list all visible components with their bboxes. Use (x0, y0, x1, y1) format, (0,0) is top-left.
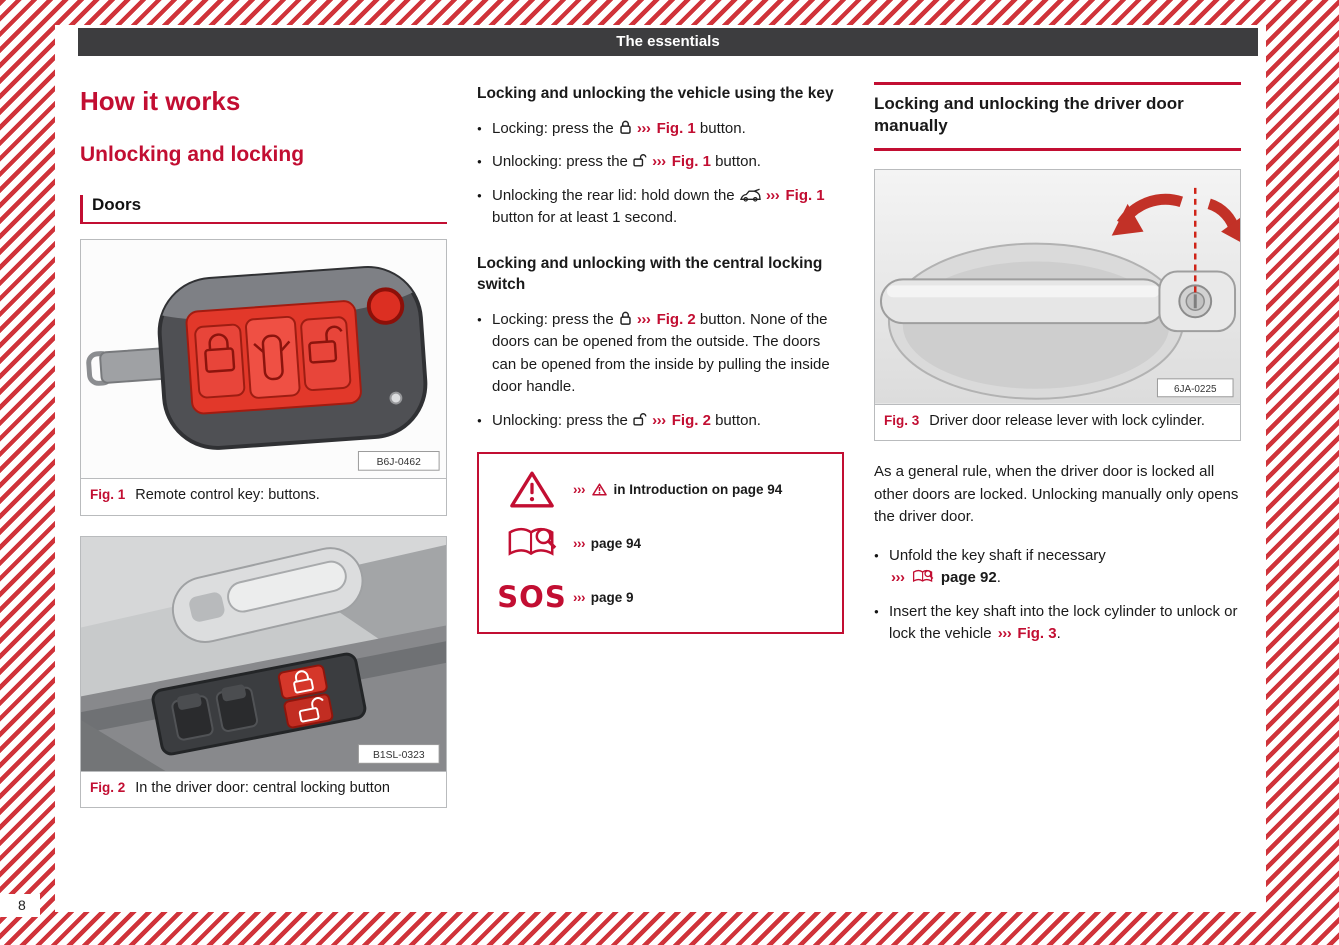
door-handle-image: 6JA-0225 (875, 170, 1240, 405)
bullet-text: Unlocking: press the (492, 153, 633, 171)
rear-lid-icon (739, 188, 761, 202)
bullet-central-unlocking: Unlocking: press the ››› Fig. 2 button. (477, 410, 844, 433)
right-column: Locking and unlocking the driver door ma… (874, 80, 1241, 913)
bullet-text: Unlocking: press the (492, 411, 633, 429)
page-content: How it works Unlocking and locking Doors (55, 56, 1266, 913)
section-heading-doors: Doors (80, 195, 447, 224)
page-reference: page 92 (940, 569, 997, 587)
page-subtitle: Unlocking and locking (80, 143, 305, 166)
fig-reference: Fig. 2 (671, 411, 711, 429)
figure-1-caption-text: Remote control key: buttons. (135, 487, 320, 504)
refbox-row-sos: SOS ››› page 9 (493, 570, 828, 624)
image-code-3: 6JA-0225 (1174, 384, 1217, 395)
ref-arrows: ››› (573, 589, 586, 605)
image-code-box-2: B1SL-0323 (357, 743, 440, 764)
bullet-text: button. (695, 119, 746, 137)
ref-arrows: ››› (636, 310, 651, 328)
ref-arrows: ››› (652, 153, 666, 171)
ref-arrows: ››› (573, 481, 586, 497)
figure-3-caption-text: Driver door release lever with lock cyli… (929, 412, 1205, 429)
bullet-text: . (1056, 625, 1061, 643)
book-search-icon (493, 525, 571, 561)
sos-label: SOS (497, 580, 567, 615)
bullet-rear-lid: Unlocking the rear lid: hold down the ››… (477, 185, 844, 230)
figure-2-caption: Fig. 2 In the driver door: central lockin… (81, 772, 446, 808)
bullet-text: Locking: press the (492, 310, 618, 328)
image-code-1: B6J-0462 (377, 457, 421, 468)
bullet-unfold-key: Unfold the key shaft if necessary ››› pa… (874, 545, 1241, 590)
heading-key-locking: Locking and unlocking the vehicle using … (477, 85, 834, 102)
bullet-insert-key: Insert the key shaft into the lock cylin… (874, 601, 1241, 646)
refbox-warning-label: in Introduction on page 94 (613, 481, 783, 497)
figure-3-caption: Fig. 3 Driver door release lever with loc… (875, 405, 1240, 441)
image-code-box-1: B6J-0462 (357, 451, 440, 471)
bullet-key-unlocking: Unlocking: press the ››› Fig. 1 button. (477, 151, 844, 174)
fig-reference: Fig. 3 (1017, 625, 1057, 643)
chapter-header: The essentials (78, 28, 1258, 56)
ref-arrows: ››› (997, 625, 1012, 643)
ref-arrows: ››› (573, 535, 586, 551)
figure-1-caption: Fig. 1 Remote control key: buttons. (81, 479, 446, 515)
bullet-text: Unfold the key shaft if necessary (889, 546, 1106, 564)
figure-1: B6J-0462 Fig. 1 Remote control key: butto… (80, 239, 447, 516)
heading-manual-locking: Locking and unlocking the driver door ma… (874, 82, 1241, 152)
warning-triangle-icon (493, 469, 571, 510)
bullet-key-locking: Locking: press the ››› Fig. 1 button. (477, 118, 844, 141)
left-column: How it works Unlocking and locking Doors (80, 80, 447, 913)
bullet-text: . (996, 569, 1001, 587)
bullet-text: Locking: press the (492, 119, 618, 137)
ref-arrows: ››› (765, 186, 780, 204)
warning-triangle-inline-icon (591, 483, 607, 496)
figure-2-label: Fig. 2 (90, 779, 126, 795)
bullet-central-locking: Locking: press the ››› Fig. 2 button. No… (477, 309, 844, 399)
book-search-inline-icon (912, 570, 934, 583)
fig-reference: Fig. 2 (656, 310, 696, 328)
bullet-text: button. (710, 411, 761, 429)
figure-1-label: Fig. 1 (90, 487, 126, 503)
refbox-book-label: page 94 (590, 535, 642, 551)
refbox-sos-text: ››› page 9 (571, 590, 634, 605)
refbox-row-warning: ››› in Introduction on page 94 (493, 462, 828, 516)
door-panel-image: B1SL-0323 (81, 536, 446, 772)
page-number: 8 (0, 894, 40, 917)
figure-3-label: Fig. 3 (884, 412, 920, 428)
fig-reference: Fig. 1 (671, 153, 711, 171)
figure-2: B1SL-0323 Fig. 2 In the driver door: cent… (80, 535, 447, 809)
refbox-sos-label: page 9 (590, 589, 634, 605)
padlock-open-icon (633, 154, 647, 167)
bullet-text: Unlocking the rear lid: hold down the (492, 186, 739, 204)
chapter-title: The essentials (616, 33, 720, 50)
fig-reference: Fig. 1 (785, 186, 825, 204)
refbox-row-book: ››› page 94 (493, 516, 828, 570)
ref-arrows: ››› (891, 569, 905, 587)
heading-central-locking: Locking and unlocking with the central l… (477, 254, 823, 293)
bullet-text: button for at least 1 second. (492, 209, 678, 227)
bullet-text: button. (710, 153, 761, 171)
figure-3: 6JA-0225 Fig. 3 Driver door release lever… (874, 169, 1241, 442)
remote-key-image: B6J-0462 (81, 240, 446, 480)
ref-arrows: ››› (636, 119, 651, 137)
padlock-closed-icon (620, 311, 631, 325)
fig-reference: Fig. 1 (656, 119, 696, 137)
cross-reference-box: ››› in Introduction on page 94 ››› page … (477, 452, 844, 635)
refbox-book-text: ››› page 94 (571, 536, 641, 551)
padlock-closed-icon (620, 120, 631, 134)
manual-locking-paragraph: As a general rule, when the driver door … (874, 463, 1239, 526)
page-title: How it works (80, 86, 241, 116)
refbox-warning-text: ››› in Introduction on page 94 (571, 482, 782, 497)
image-code-2: B1SL-0323 (373, 750, 425, 761)
image-code-box-3: 6JA-0225 (1156, 378, 1234, 398)
bullet-text: button. None of the doors can be opened … (492, 310, 830, 396)
bullet-text: Insert the key shaft into the lock cylin… (889, 602, 1238, 643)
ref-arrows: ››› (652, 411, 666, 429)
manual-page: The essentials How it works Unlocking an… (55, 25, 1266, 912)
figure-2-caption-text: In the driver door: central locking butt… (135, 779, 390, 796)
padlock-open-icon (633, 412, 647, 426)
middle-column: Locking and unlocking the vehicle using … (477, 80, 844, 913)
